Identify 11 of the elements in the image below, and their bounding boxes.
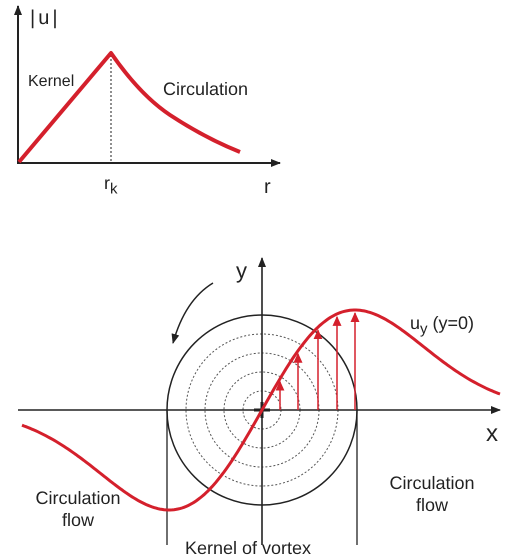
axis-label: x bbox=[486, 420, 498, 448]
region-label: Kernel of vortex bbox=[185, 537, 312, 559]
region-label: Circulation flow bbox=[34, 487, 122, 531]
region-label: Kernel bbox=[28, 72, 74, 92]
axis-label: r bbox=[264, 175, 271, 199]
axis-label: |u| bbox=[30, 6, 61, 30]
axis-label: y bbox=[236, 258, 247, 284]
region-label: Circulation flow bbox=[388, 472, 476, 516]
axis-tick-label: r$_{k}$ bbox=[104, 172, 118, 200]
curve-label: u$_{y}$ (y=0) bbox=[410, 312, 474, 340]
region-label: Circulation bbox=[163, 78, 248, 100]
